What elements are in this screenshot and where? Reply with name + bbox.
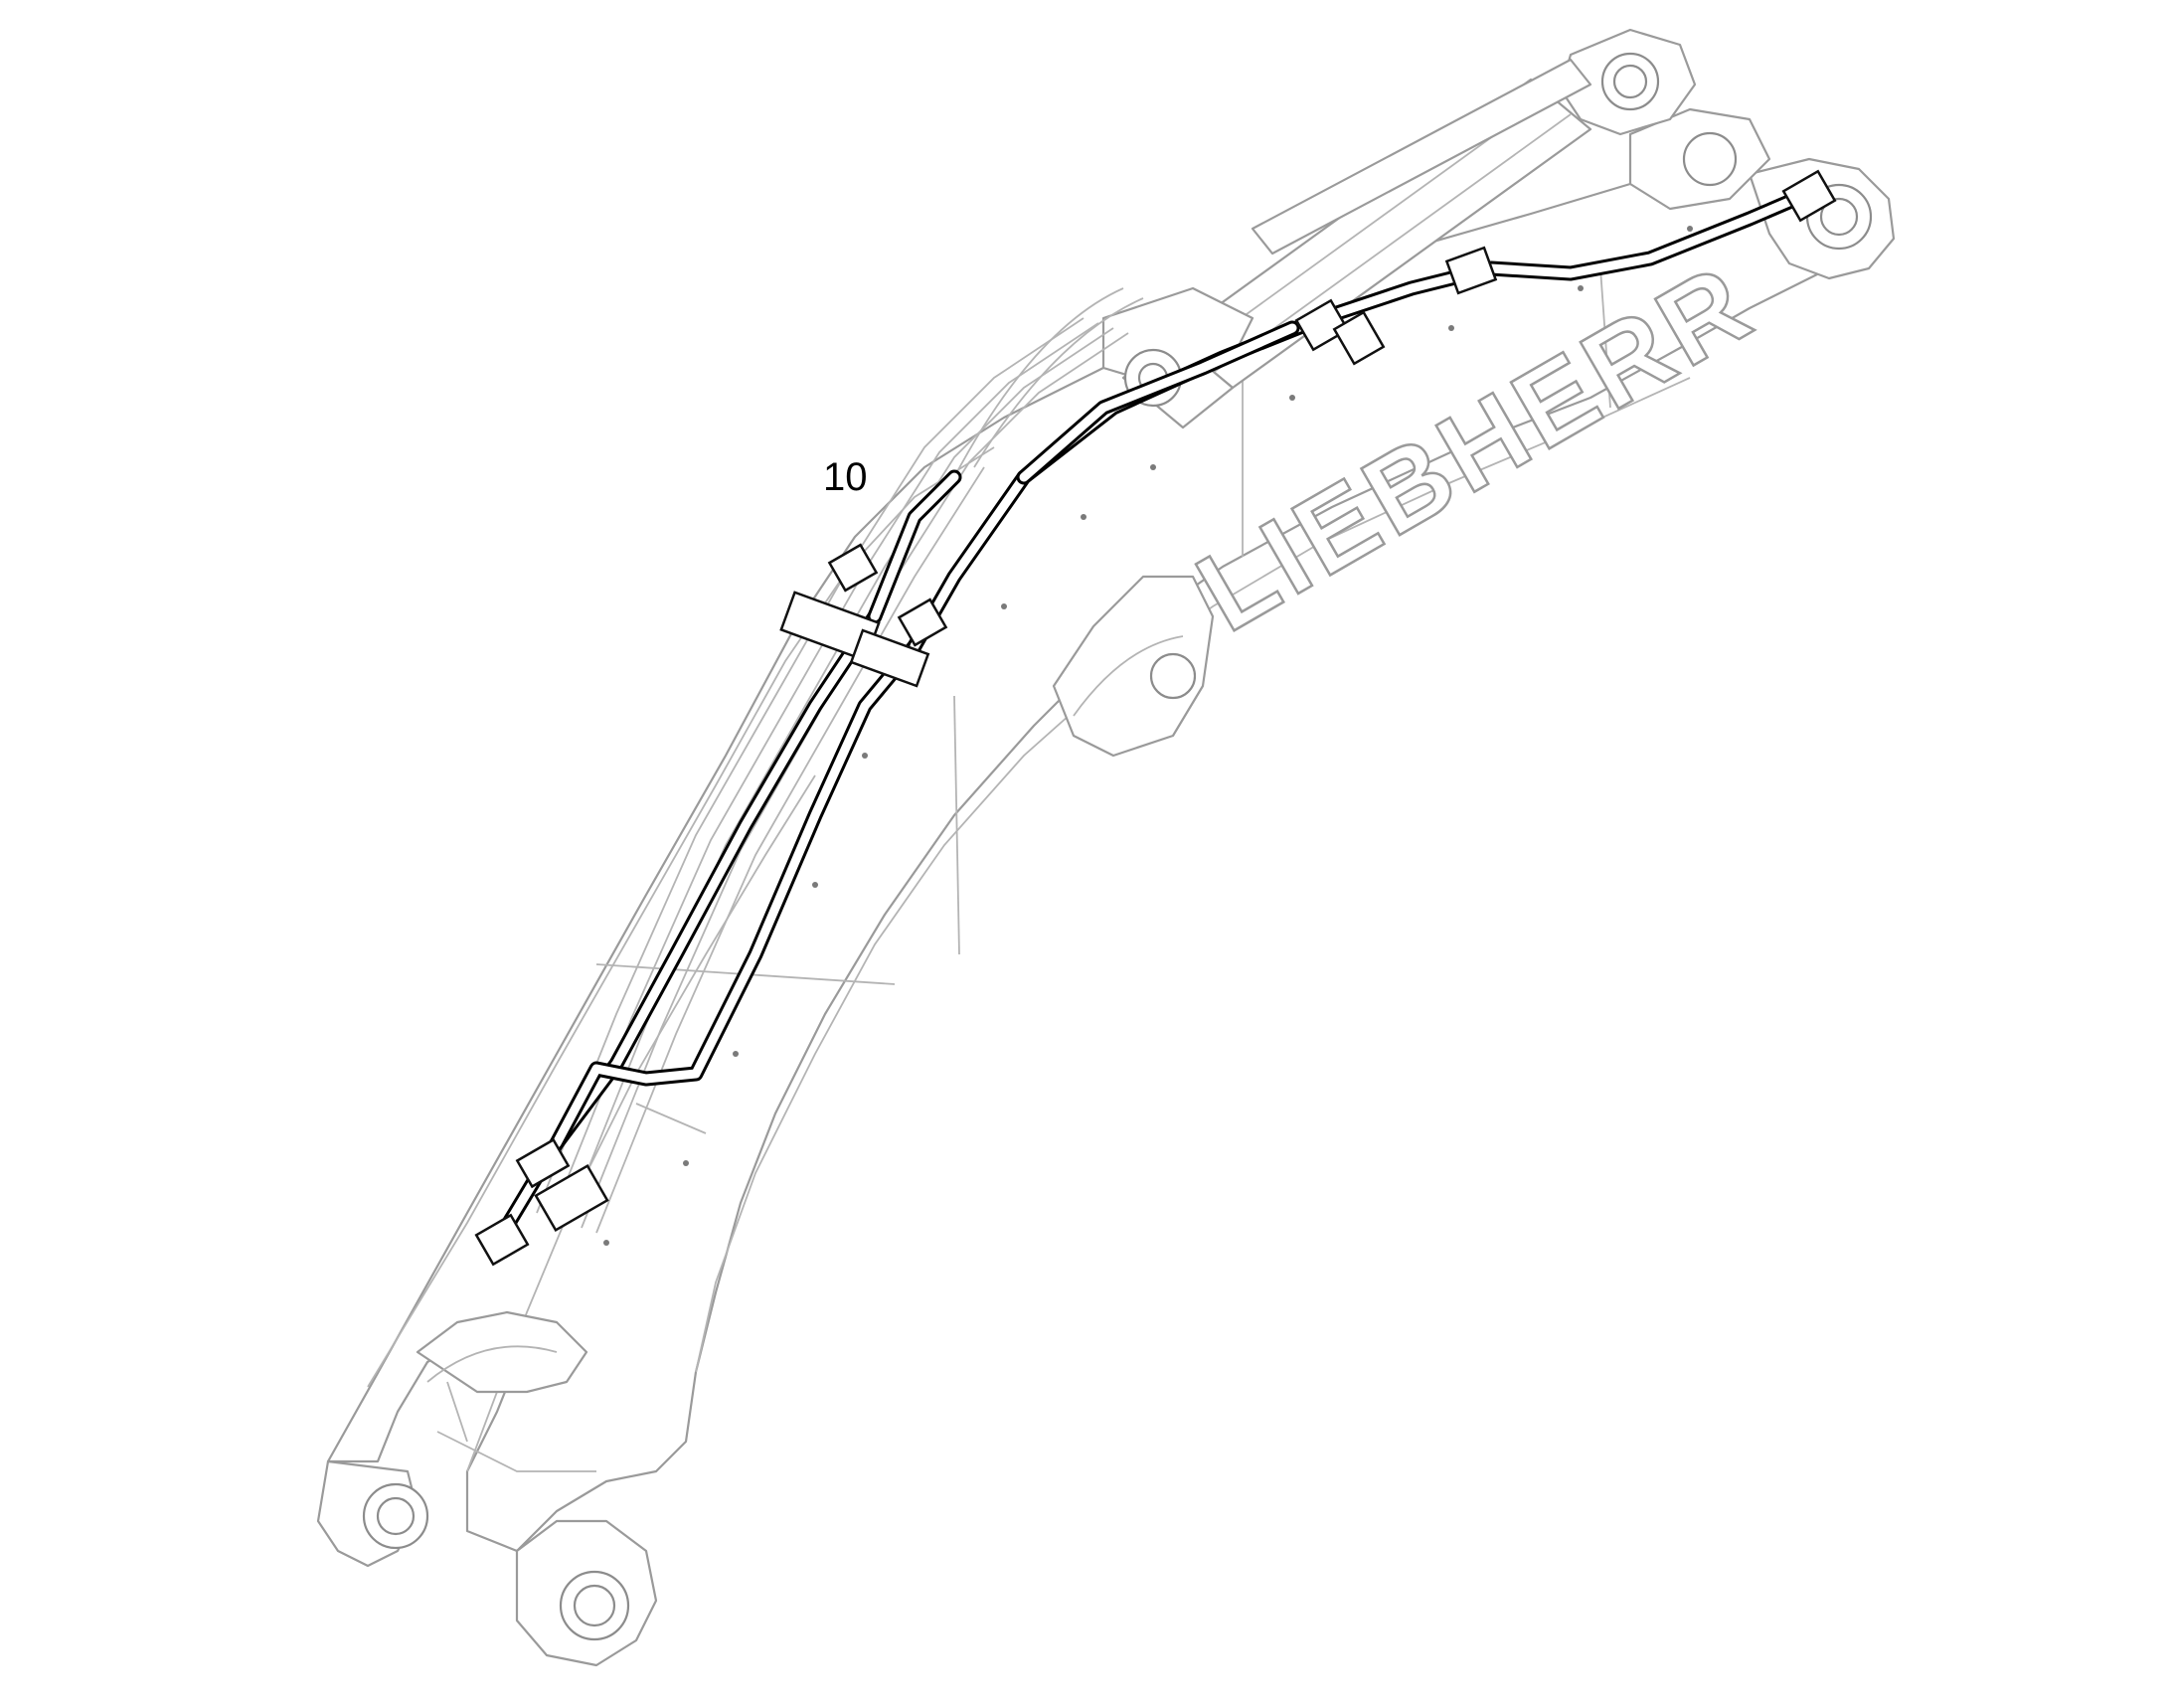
boom-pivot-boss: [1052, 575, 1215, 758]
line-clamps: [474, 169, 1837, 1267]
bolt-dots: [603, 226, 1693, 1246]
boom-body: [326, 172, 1871, 1553]
boom-foot: [316, 1310, 658, 1667]
callout-label-10: 10: [823, 455, 868, 499]
